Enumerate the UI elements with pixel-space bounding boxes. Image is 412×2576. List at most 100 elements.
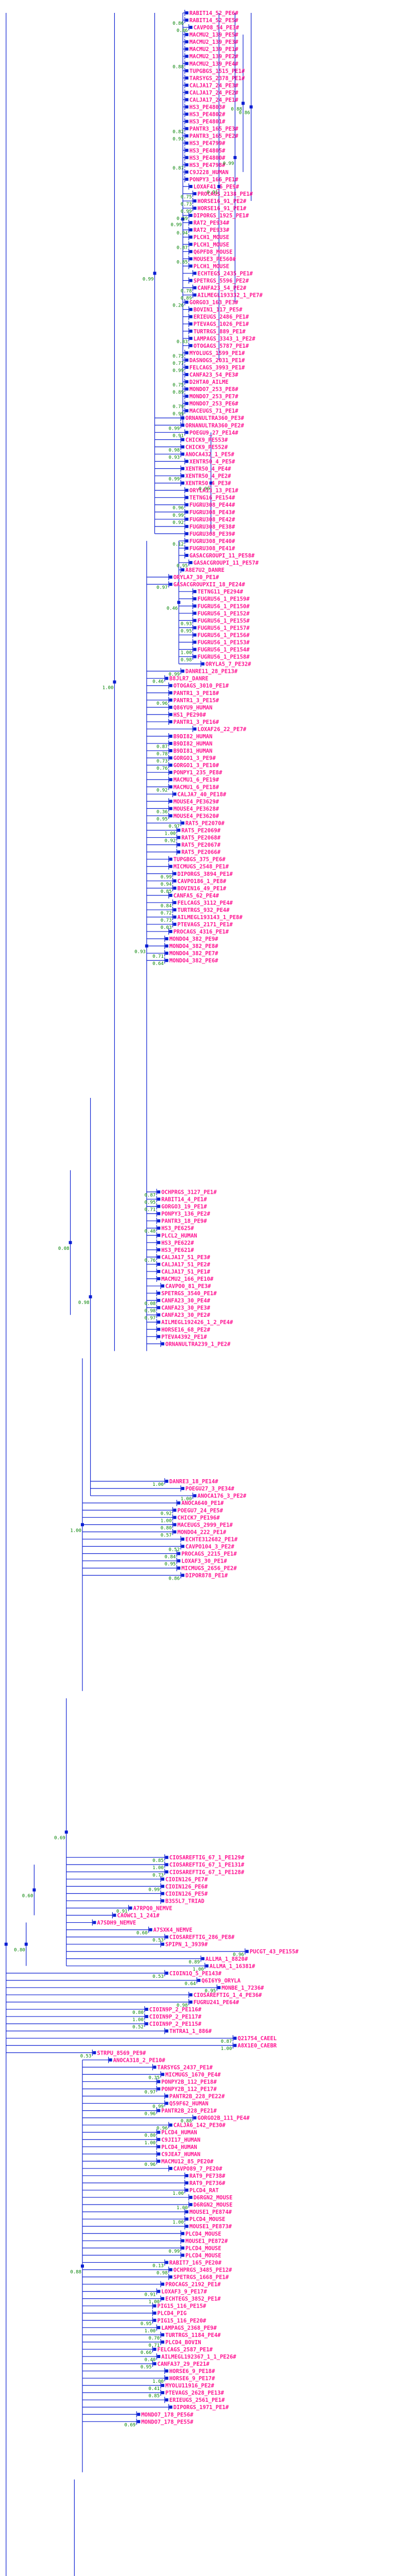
leaf-node (113, 1913, 116, 1917)
leaf-node (169, 2405, 173, 2409)
leaf-node (173, 886, 177, 890)
leaf-label: MONDO4_382_PE9# (169, 936, 219, 942)
leaf-node (173, 1509, 177, 1512)
leaf-node (185, 112, 188, 116)
leaf-label: MONDO4_382_PE6# (169, 958, 219, 964)
leaf-support: 0.99 (168, 672, 180, 677)
leaf-label: MOUSE4_PE3620# (174, 813, 219, 819)
leaf-support: 0.85 (177, 260, 188, 265)
leaf-support: 0.64 (185, 1981, 196, 1987)
leaf-label: TETNG16_PE154# (190, 495, 235, 501)
leaf-label: MOUSE1_PE874# (190, 2209, 232, 2215)
leaf-node (193, 1494, 197, 1498)
leaf-node (165, 676, 168, 680)
leaf-node (205, 1964, 209, 1968)
leaf-node (157, 1248, 161, 1251)
leaf-label: RAT5_PE2067# (181, 842, 221, 849)
leaf-label: CANFA37_29_PE21# (157, 2361, 210, 2367)
leaf-node (181, 669, 184, 673)
leaf-node (165, 1971, 168, 1975)
leaf-node (177, 1559, 181, 1563)
leaf-support: 0.40 (145, 2358, 156, 2363)
leaf-node (189, 184, 193, 188)
leaf-label: CALJA17_51_PE2# (161, 1262, 211, 1268)
leaf-node (197, 1978, 201, 1982)
leaf-node (137, 2420, 141, 2424)
leaf-support: 0.87 (157, 744, 168, 750)
leaf-label: PTEVAGS_2628_PE13# (165, 2390, 224, 2396)
leaf-label: MICMUGS_2548_PE1# (174, 864, 229, 870)
leaf-support: 0.95 (177, 564, 188, 569)
leaf-node (185, 33, 188, 37)
internal-node (81, 2264, 84, 2268)
leaf-label: ORNANULTRA360_PE3# (185, 415, 244, 421)
leaf-node (165, 2398, 168, 2402)
leaf-label: AILMEGL193143_1_PE8# (177, 914, 243, 921)
leaf-node (161, 1342, 164, 1346)
leaf-node (173, 872, 177, 875)
leaf-label: Q6I6Y9_ORYLA (201, 1978, 241, 1984)
leaf-label: RABIT14_52_PE5# (190, 18, 239, 24)
leaf-label: SPIPN_1_3939# (165, 1942, 208, 1948)
leaf-label: HS3_PE4800# (190, 155, 226, 161)
leaf-label: CIOIN9P_2_PE117# (149, 2014, 202, 2020)
leaf-support: 1.00 (145, 2141, 156, 2146)
leaf-label: A7RPQ0_NEMVE (133, 1905, 173, 1911)
leaf-node (169, 705, 173, 709)
leaf-node (185, 517, 188, 521)
leaf-support: 0.48 (145, 1229, 156, 1234)
leaf-label: HS3_PE621# (161, 1247, 194, 1253)
leaf-support: 0.98 (181, 658, 192, 663)
leaf-node (193, 199, 197, 203)
leaf-label: ERIEUGS_2486_PE1# (194, 314, 249, 320)
leaf-node (193, 293, 197, 297)
leaf-label: HS3_PE622# (161, 1240, 194, 1246)
leaf-label: RABIT14_52_PE6# (190, 10, 239, 16)
leaf-node (185, 62, 188, 65)
leaf-node (161, 1284, 164, 1288)
leaf-support: 1.00 (161, 1518, 172, 1523)
leaf-label: PROCAGS_2192_PE1# (165, 2282, 221, 2288)
leaf-label: CAVPO8_54_PE3# (194, 25, 239, 31)
leaf-support: 0.41 (148, 2386, 160, 2392)
leaf-label: OTOGAGS_5787_PE1# (194, 343, 249, 349)
internal-node (24, 1942, 28, 1946)
leaf-support: 0.96 (233, 1953, 244, 1958)
leaf-node (161, 2391, 164, 2395)
leaf-node (169, 749, 173, 753)
leaf-node (165, 2094, 168, 2098)
leaf-node (157, 2159, 161, 2163)
leaf-support: 0.52 (168, 1547, 180, 1552)
leaf-node (185, 47, 188, 51)
leaf-node (193, 633, 197, 637)
leaf-node (173, 792, 177, 796)
leaf-node (185, 2174, 188, 2177)
leaf-node (109, 2058, 112, 2062)
leaf-label: MACEUGS_2999_PE1# (177, 1522, 233, 1528)
leaf-node (145, 2015, 148, 2019)
leaf-label: PLCD4_HUMAN (161, 2144, 197, 2150)
leaf-support: 0.84 (165, 1555, 176, 1560)
leaf-node (185, 387, 188, 391)
leaf-node (177, 1552, 181, 1555)
leaf-label: SPETRGS_3540_PE1# (161, 1291, 217, 1297)
leaf-label: CAVPO186_1_PE8# (177, 878, 227, 885)
leaf-support: 0.92 (161, 1511, 172, 1516)
leaf-node (185, 76, 188, 80)
leaf-support: 0.53 (152, 1974, 164, 1979)
leaf-label: GORGO3_163_PE3# (190, 300, 239, 306)
leaf-label: PANTR3_18_PE9# (161, 1218, 207, 1225)
leaf-label: CIOSAREFTIG_67_1_PE129# (169, 1855, 245, 1861)
leaf-label: CHICK9_PE552# (185, 444, 228, 450)
leaf-node (193, 286, 197, 290)
leaf-label: TURTRGS_1184_PE4# (165, 2332, 221, 2338)
leaf-node (185, 503, 188, 506)
leaf-support: 0.78 (157, 752, 168, 757)
leaf-support: 1.00 (152, 2379, 164, 2384)
leaf-node (185, 431, 188, 434)
leaf-label: MONDO4_382_PE8# (169, 943, 219, 950)
leaf-label: B9DI82_HUMAN (174, 741, 213, 747)
leaf-label: PTEVA4392_PE1# (161, 1334, 207, 1340)
leaf-node (149, 1928, 152, 1931)
